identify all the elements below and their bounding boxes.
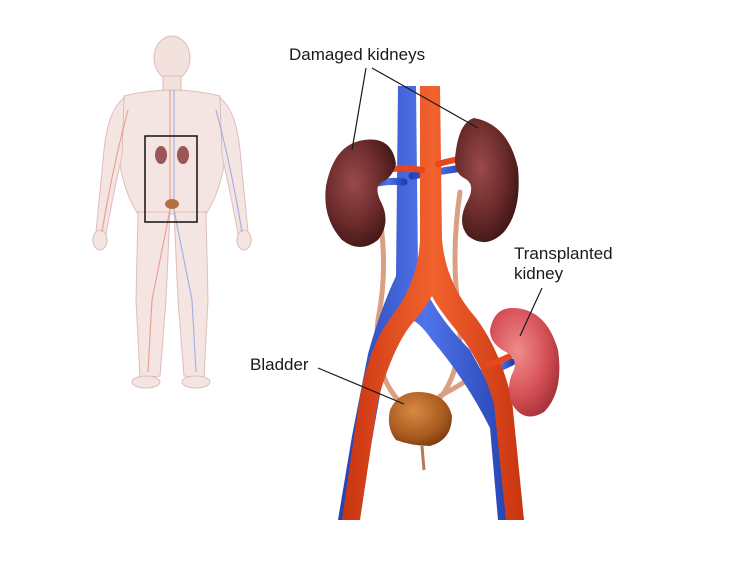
- aorta: [342, 86, 524, 520]
- damaged-kidneys-label: Damaged kidneys: [289, 45, 426, 64]
- transplanted-kidney-label-line2: kidney: [514, 264, 564, 283]
- human-body-figure: [92, 35, 252, 389]
- transplanted-kidney-label: Transplanted kidney: [514, 244, 613, 284]
- bladder-label: Bladder: [250, 355, 309, 374]
- damaged-kidney-left: [325, 139, 396, 247]
- focus-box: [144, 135, 198, 223]
- transplanted-kidney: [490, 308, 560, 417]
- damaged-kidney-right: [455, 118, 519, 243]
- bladder: [388, 392, 452, 446]
- transplanted-kidney-label-line1: Transplanted: [514, 244, 613, 263]
